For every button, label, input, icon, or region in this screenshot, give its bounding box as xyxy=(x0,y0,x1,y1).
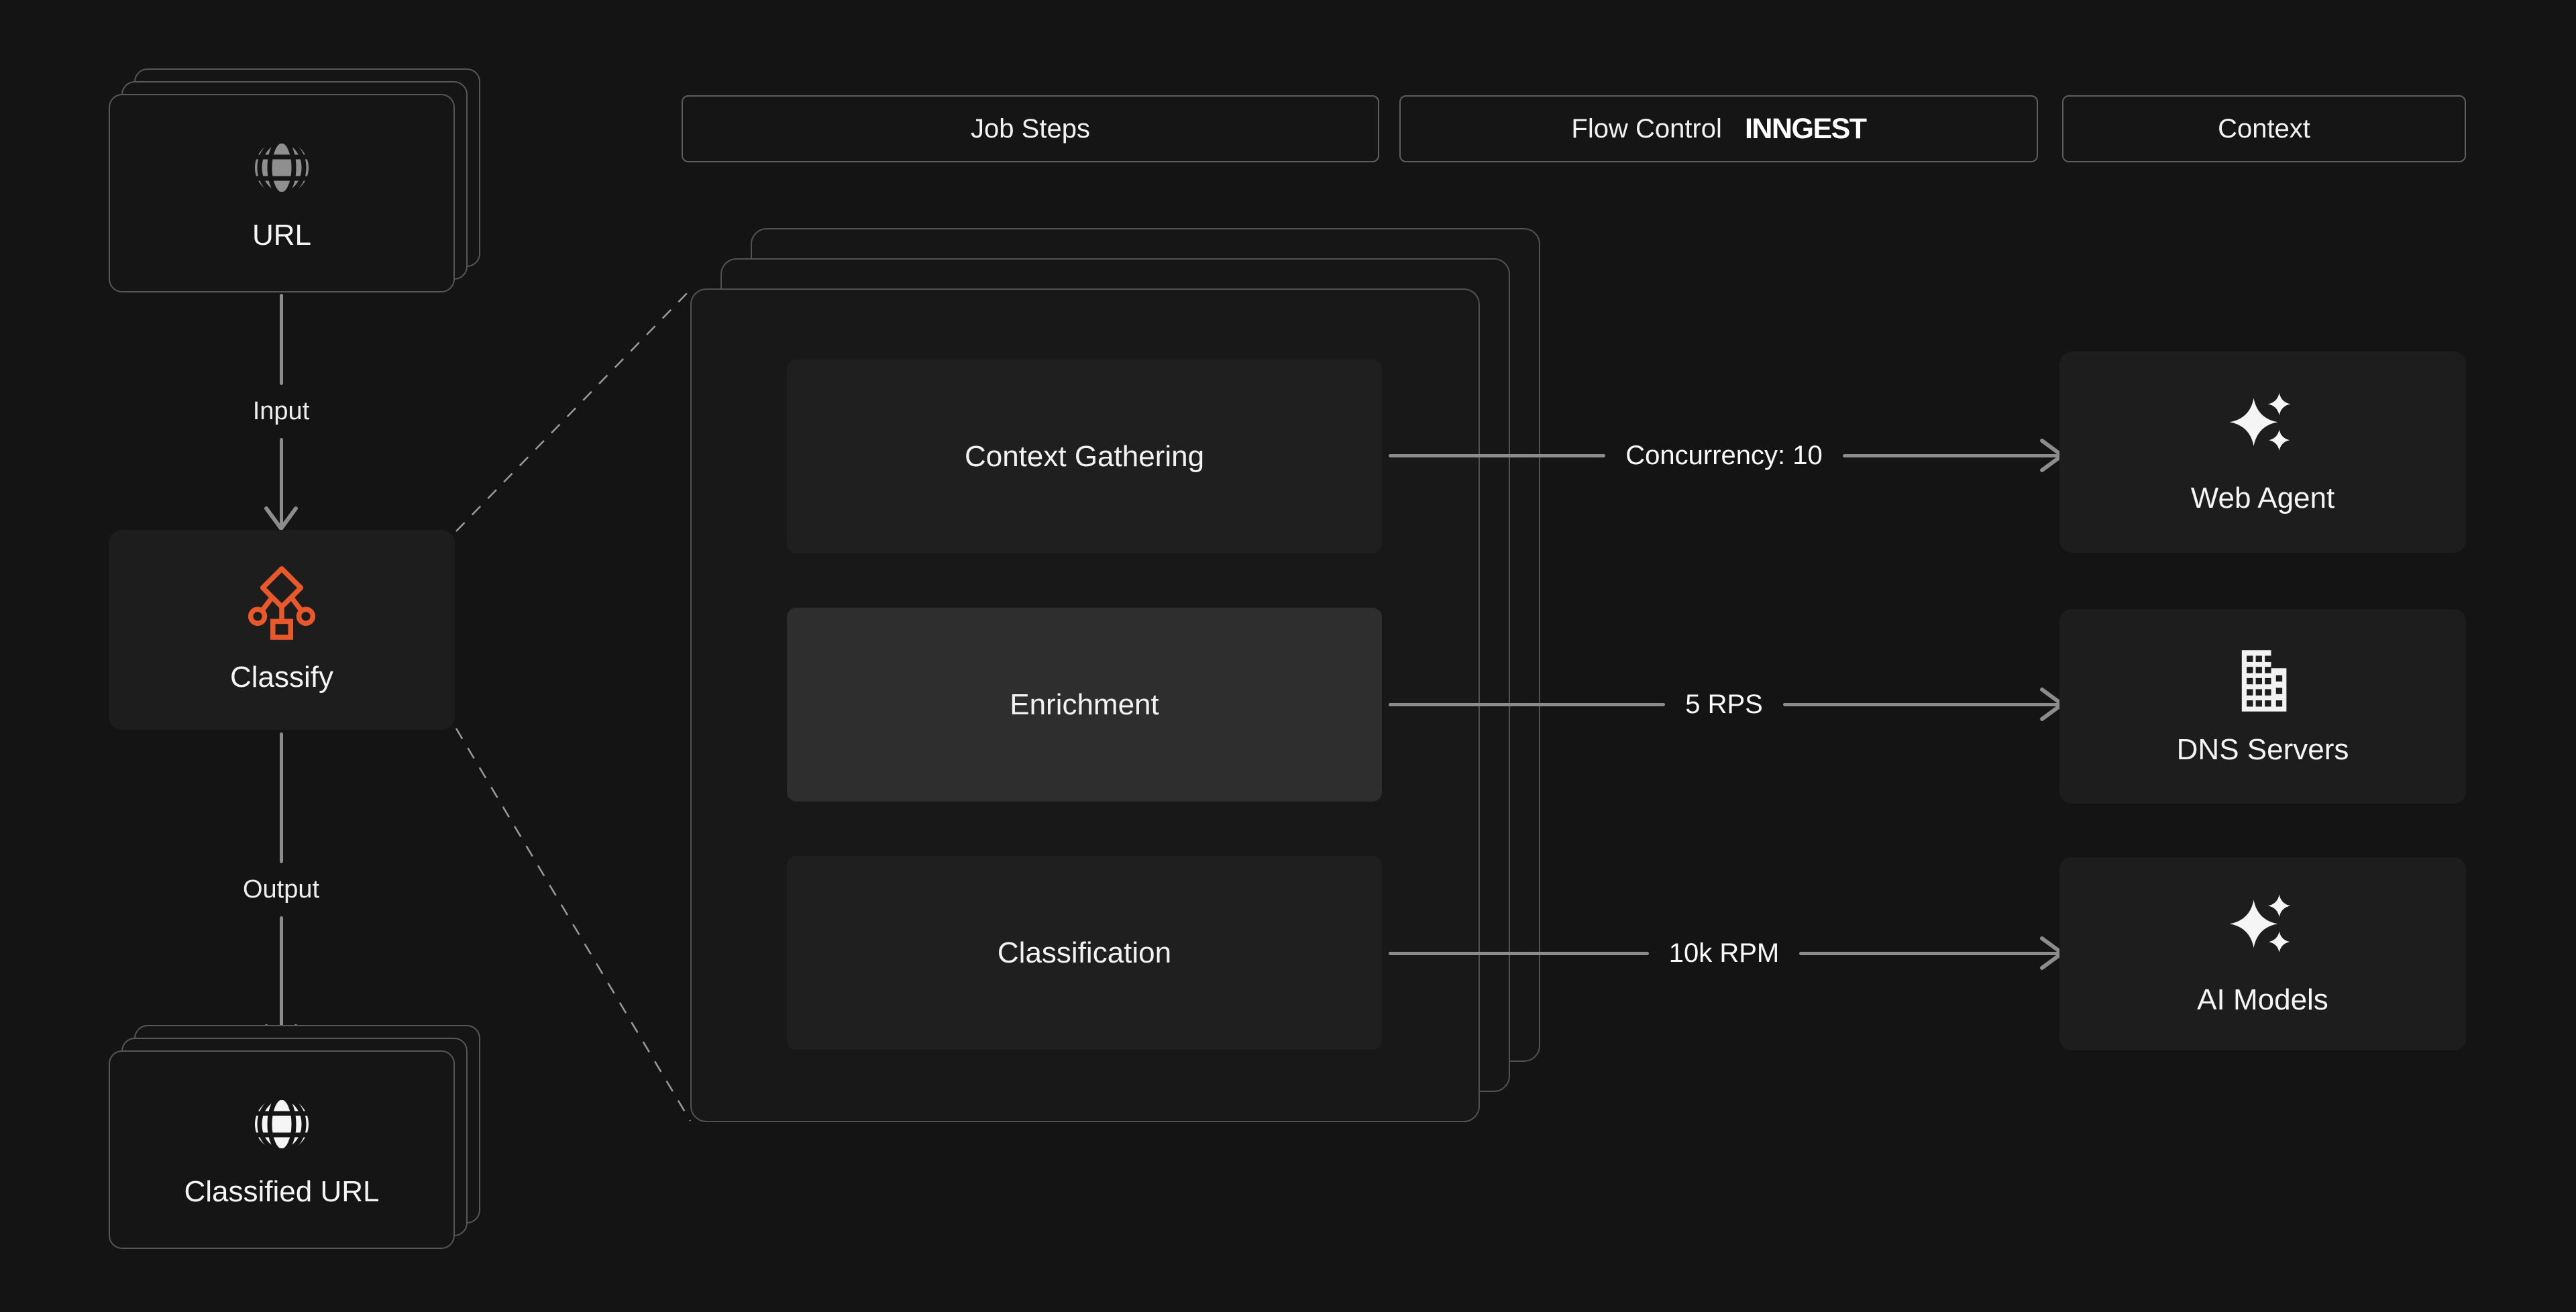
arrow-line xyxy=(279,732,283,863)
globe-icon xyxy=(254,1095,310,1154)
flow-arrow-label: 10k RPM xyxy=(1668,938,1780,968)
step-enrichment: Enrichment xyxy=(787,608,1382,802)
dns-servers-card: DNS Servers xyxy=(2059,609,2466,804)
flow-arrow-label: Concurrency: 10 xyxy=(1625,440,1823,470)
header-job-steps-label: Job Steps xyxy=(971,113,1090,144)
header-flow-control-label: Flow Control xyxy=(1571,113,1722,144)
classified-url-card-label: Classified URL xyxy=(184,1175,380,1208)
classify-card: Classify xyxy=(109,530,455,730)
classified-url-card: Classified URL xyxy=(109,1050,455,1249)
arrowhead-down-icon xyxy=(264,506,298,531)
web-agent-card: Web Agent xyxy=(2059,351,2466,553)
flow-arrow-rps: 5 RPS xyxy=(1389,684,2064,725)
input-arrow-label: Input xyxy=(252,396,310,425)
dashed-connector-top xyxy=(455,289,691,532)
sparkles-icon xyxy=(2229,894,2291,952)
input-arrow: Input xyxy=(194,294,368,531)
url-card-stack: URL xyxy=(109,68,480,292)
ai-models-card-label: AI Models xyxy=(2197,983,2328,1016)
url-card: URL xyxy=(109,94,455,292)
ai-models-card: AI Models xyxy=(2059,857,2466,1050)
header-flow-control: Flow Control INNGEST xyxy=(1399,95,2038,162)
header-job-steps: Job Steps xyxy=(682,95,1379,162)
flow-arrow-rpm: 10k RPM xyxy=(1389,932,2064,974)
job-steps-card-stack: Context Gathering Enrichment Classificat… xyxy=(690,228,1540,1122)
sparkles-icon xyxy=(2229,392,2291,451)
globe-icon xyxy=(254,138,310,197)
classify-card-label: Classify xyxy=(229,661,334,694)
step-context-gathering: Context Gathering xyxy=(787,360,1382,553)
output-arrow: Output xyxy=(194,732,368,1048)
step-classification: Classification xyxy=(787,856,1382,1050)
dns-servers-card-label: DNS Servers xyxy=(2176,733,2349,766)
arrow-line xyxy=(1782,702,2060,706)
header-context: Context xyxy=(2062,95,2466,162)
inngest-logo: INNGEST xyxy=(1744,112,1867,145)
flow-arrow-concurrency: Concurrency: 10 xyxy=(1389,435,2064,476)
arrow-line xyxy=(1389,702,1666,706)
arrow-line xyxy=(279,437,283,529)
web-agent-card-label: Web Agent xyxy=(2190,482,2335,514)
output-arrow-label: Output xyxy=(242,875,320,904)
job-steps-card: Context Gathering Enrichment Classificat… xyxy=(690,288,1480,1122)
arrow-line xyxy=(279,294,283,385)
arrow-line xyxy=(279,916,283,1046)
workflow-icon xyxy=(248,566,316,640)
header-context-label: Context xyxy=(2218,113,2310,144)
flow-arrow-label: 5 RPS xyxy=(1685,689,1763,719)
classified-url-card-stack: Classified URL xyxy=(109,1025,480,1249)
arrow-line xyxy=(1842,453,2060,457)
dashed-connector-bottom xyxy=(455,728,692,1122)
url-card-label: URL xyxy=(252,219,312,252)
arrow-line xyxy=(1389,951,1649,955)
arrow-line xyxy=(1799,951,2059,955)
arrow-line xyxy=(1389,453,1606,457)
building-icon xyxy=(2241,650,2287,712)
